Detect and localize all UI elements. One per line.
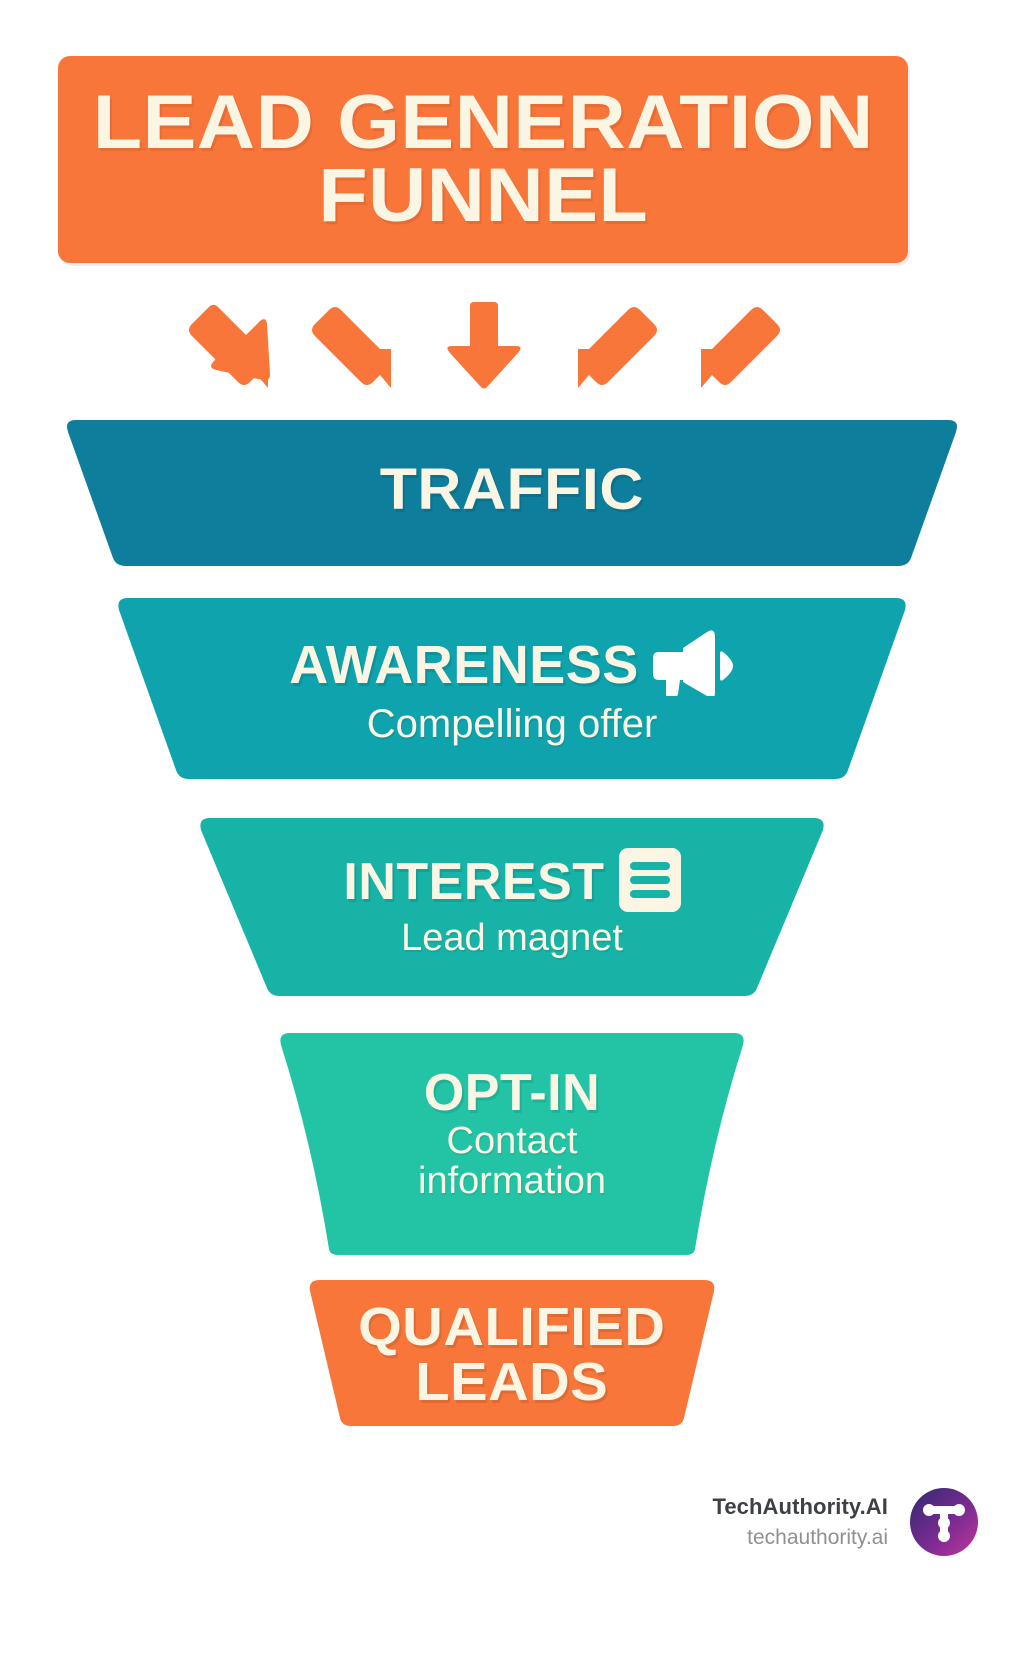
qualified-leads-shape — [309, 1280, 715, 1426]
funnel-stage-awareness[interactable]: AWARENESS Compelling offer — [0, 590, 1024, 790]
page-title: LEAD GENERATION FUNNEL — [92, 80, 874, 238]
title-banner: LEAD GENERATION FUNNEL — [58, 56, 908, 263]
funnel-stage-optin[interactable]: OPT-IN Contact information — [0, 1025, 1024, 1260]
arrow-down-left-icon-2 — [701, 307, 780, 388]
techauthority-t-logo-icon — [910, 1488, 978, 1556]
arrow-down-left-icon-1 — [578, 307, 657, 388]
funnel-stage-traffic[interactable]: TRAFFIC — [0, 410, 1024, 570]
awareness-shape — [118, 598, 906, 779]
funnel-stage-interest[interactable]: INTEREST Lead magnet — [0, 810, 1024, 1005]
arrow-down-icon — [447, 302, 521, 389]
brand-text-block: TechAuthority.AI techauthority.ai — [712, 1494, 888, 1550]
funnel-diagram: TRAFFIC AWARENESS Compelling offer — [0, 410, 1024, 1450]
funnel-stage-qualified-leads[interactable]: QUALIFIED LEADS — [0, 1272, 1024, 1432]
optin-shape — [280, 1033, 744, 1255]
arrow-down-right-icon-1 — [189, 304, 270, 388]
arrow-row — [0, 296, 1024, 406]
brand-name: TechAuthority.AI — [712, 1494, 888, 1519]
interest-shape — [200, 818, 824, 996]
traffic-shape — [67, 420, 957, 566]
arrow-down-right-icon-2 — [312, 307, 391, 388]
brand-url[interactable]: techauthority.ai — [747, 1526, 888, 1549]
footer-branding: TechAuthority.AI techauthority.ai — [712, 1488, 978, 1556]
